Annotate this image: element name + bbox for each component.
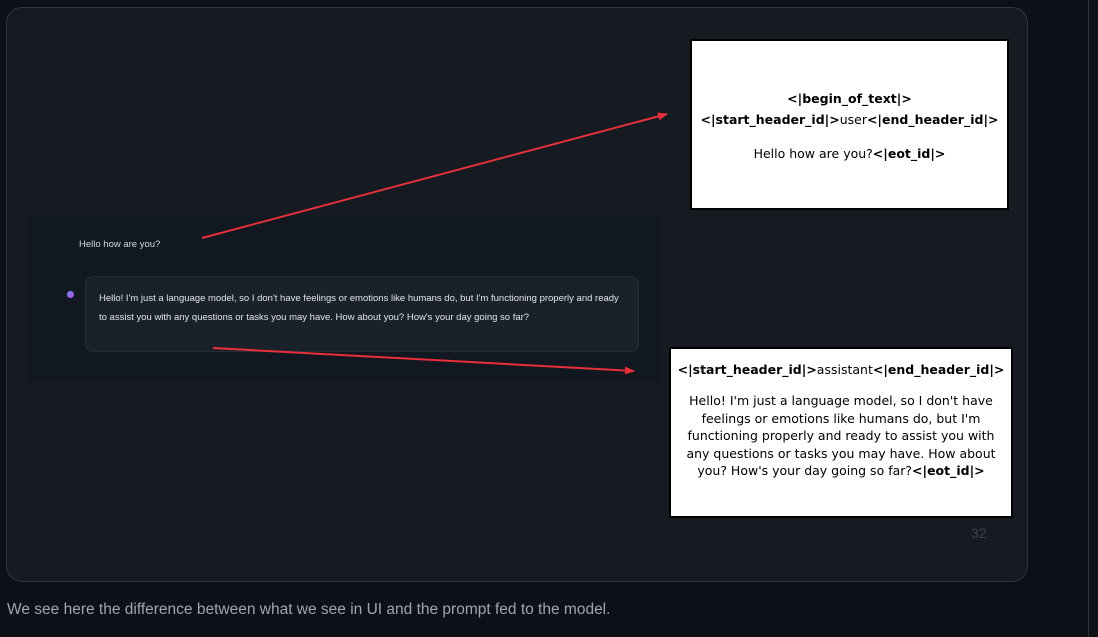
- caption-text: We see here the difference between what …: [7, 601, 611, 618]
- user-prompt-box: <|begin_of_text|> <|start_header_id|>use…: [690, 39, 1009, 210]
- role-user: user: [839, 112, 867, 127]
- eot-token: <|eot_id|>: [912, 463, 985, 478]
- end-header-token: <|end_header_id|>: [872, 362, 1005, 377]
- end-header-token: <|end_header_id|>: [866, 112, 999, 127]
- user-prompt-message: Hello how are you?: [753, 146, 873, 161]
- page-number: 32: [971, 525, 987, 541]
- eot-token: <|eot_id|>: [872, 146, 946, 161]
- assistant-chat-message: Hello! I'm just a language model, so I d…: [85, 276, 639, 352]
- role-assistant: assistant: [816, 362, 873, 377]
- arrow-user-to-prompt: [201, 112, 668, 239]
- assistant-avatar-icon: [67, 291, 74, 298]
- arrow-assistant-to-prompt: [212, 347, 635, 375]
- assistant-prompt-message: Hello! I'm just a language model, so I d…: [686, 393, 996, 478]
- annotation-arrows: [201, 112, 668, 375]
- begin-of-text-token: <|begin_of_text|>: [787, 91, 912, 106]
- slide-frame: Hello how are you? Hello! I'm just a lan…: [6, 7, 1028, 582]
- start-header-token: <|start_header_id|>: [700, 112, 840, 127]
- start-header-token: <|start_header_id|>: [677, 362, 817, 377]
- scrollbar-track[interactable]: [1088, 0, 1089, 637]
- assistant-prompt-box: <|start_header_id|>assistant<|end_header…: [669, 347, 1013, 518]
- user-chat-message: Hello how are you?: [79, 239, 161, 250]
